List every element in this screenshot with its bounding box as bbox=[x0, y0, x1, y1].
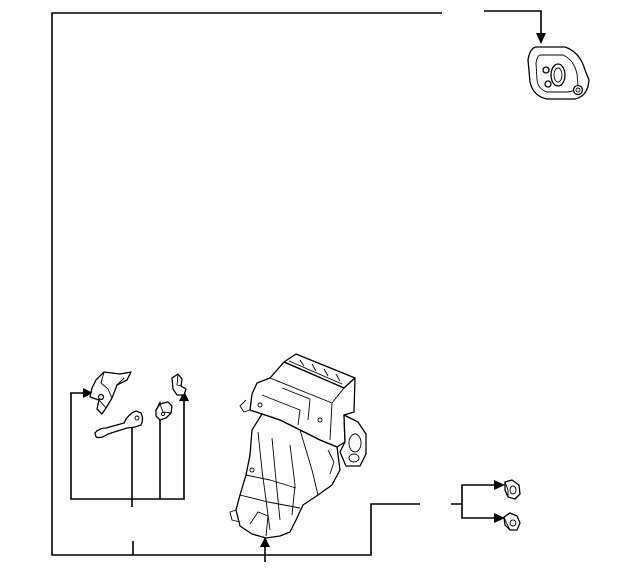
heater-case-assembly bbox=[229, 353, 367, 539]
gasket-arrowhead bbox=[536, 33, 546, 44]
case-arrowhead bbox=[260, 537, 270, 547]
link-rod bbox=[94, 410, 144, 439]
lower-clip bbox=[503, 512, 521, 531]
gasket-leader-line bbox=[484, 10, 542, 34]
upper-clip-arrowhead bbox=[179, 391, 189, 401]
clips-group-line bbox=[451, 484, 496, 505]
mode-link-bracket bbox=[89, 371, 132, 415]
clip-a-arrowhead bbox=[494, 480, 505, 490]
main-frame-line bbox=[51, 12, 442, 556]
bracket-group-line bbox=[70, 392, 185, 500]
lever-clip bbox=[155, 401, 173, 421]
door-arm bbox=[171, 373, 187, 396]
callout-lines bbox=[51, 10, 542, 562]
bracket-arrowhead bbox=[83, 388, 93, 398]
upper-clip bbox=[504, 479, 521, 500]
gasket-seal-plate bbox=[527, 46, 590, 100]
clip-b-arrowhead bbox=[494, 513, 505, 523]
clips-lower-line bbox=[461, 504, 496, 519]
